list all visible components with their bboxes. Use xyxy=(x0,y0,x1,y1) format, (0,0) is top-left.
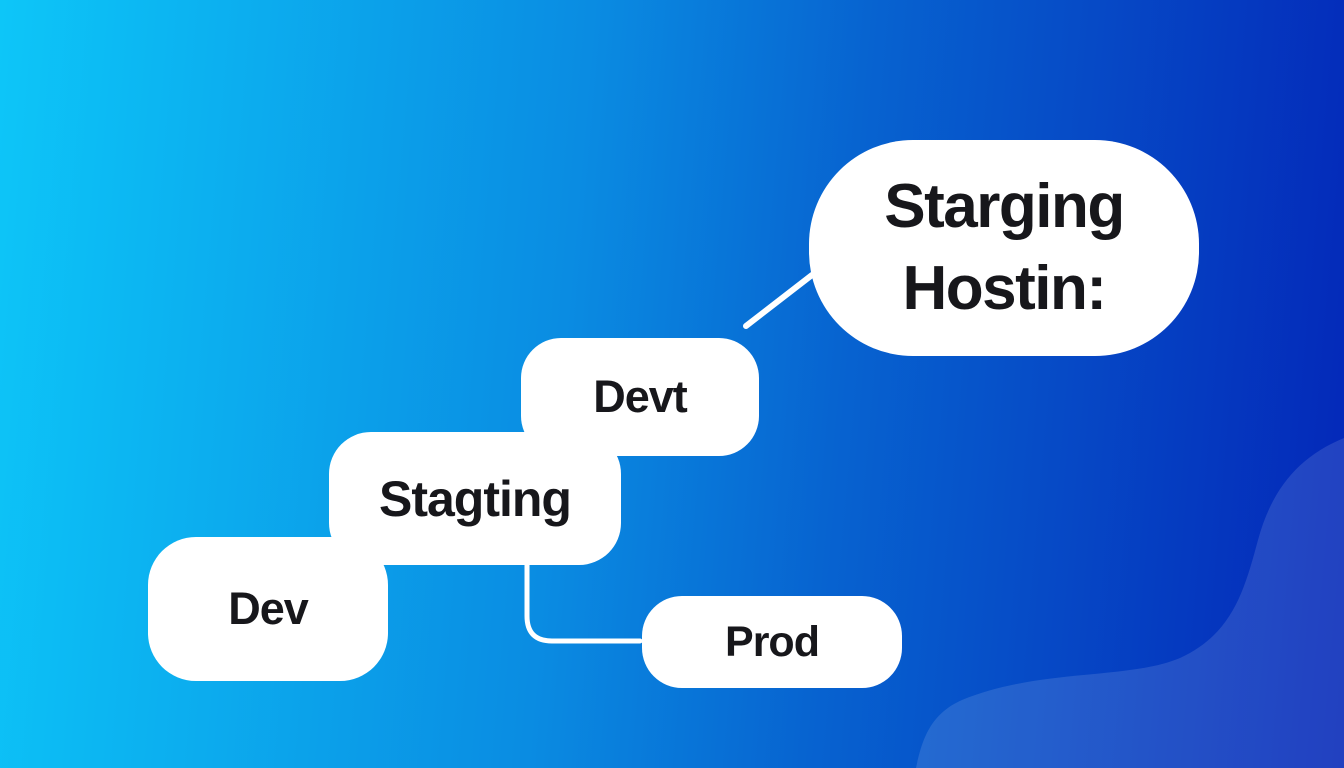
node-dev-label: Dev xyxy=(228,583,309,634)
speech-bubble: Starging Hostin: xyxy=(809,140,1199,356)
connector-stagting-prod xyxy=(524,549,643,644)
connector-devt-bubble xyxy=(743,272,815,329)
background-blob xyxy=(916,438,1344,768)
node-stagting: Stagting xyxy=(329,432,621,565)
node-devt-label: Devt xyxy=(593,371,688,422)
node-dev: Dev xyxy=(148,537,388,681)
node-stagting-label: Stagting xyxy=(379,470,572,527)
node-prod: Prod xyxy=(642,596,902,688)
node-prod-label: Prod xyxy=(725,617,820,666)
bubble-text-line1: Starging xyxy=(884,172,1125,242)
bubble-text-line2: Hostin: xyxy=(902,254,1107,323)
